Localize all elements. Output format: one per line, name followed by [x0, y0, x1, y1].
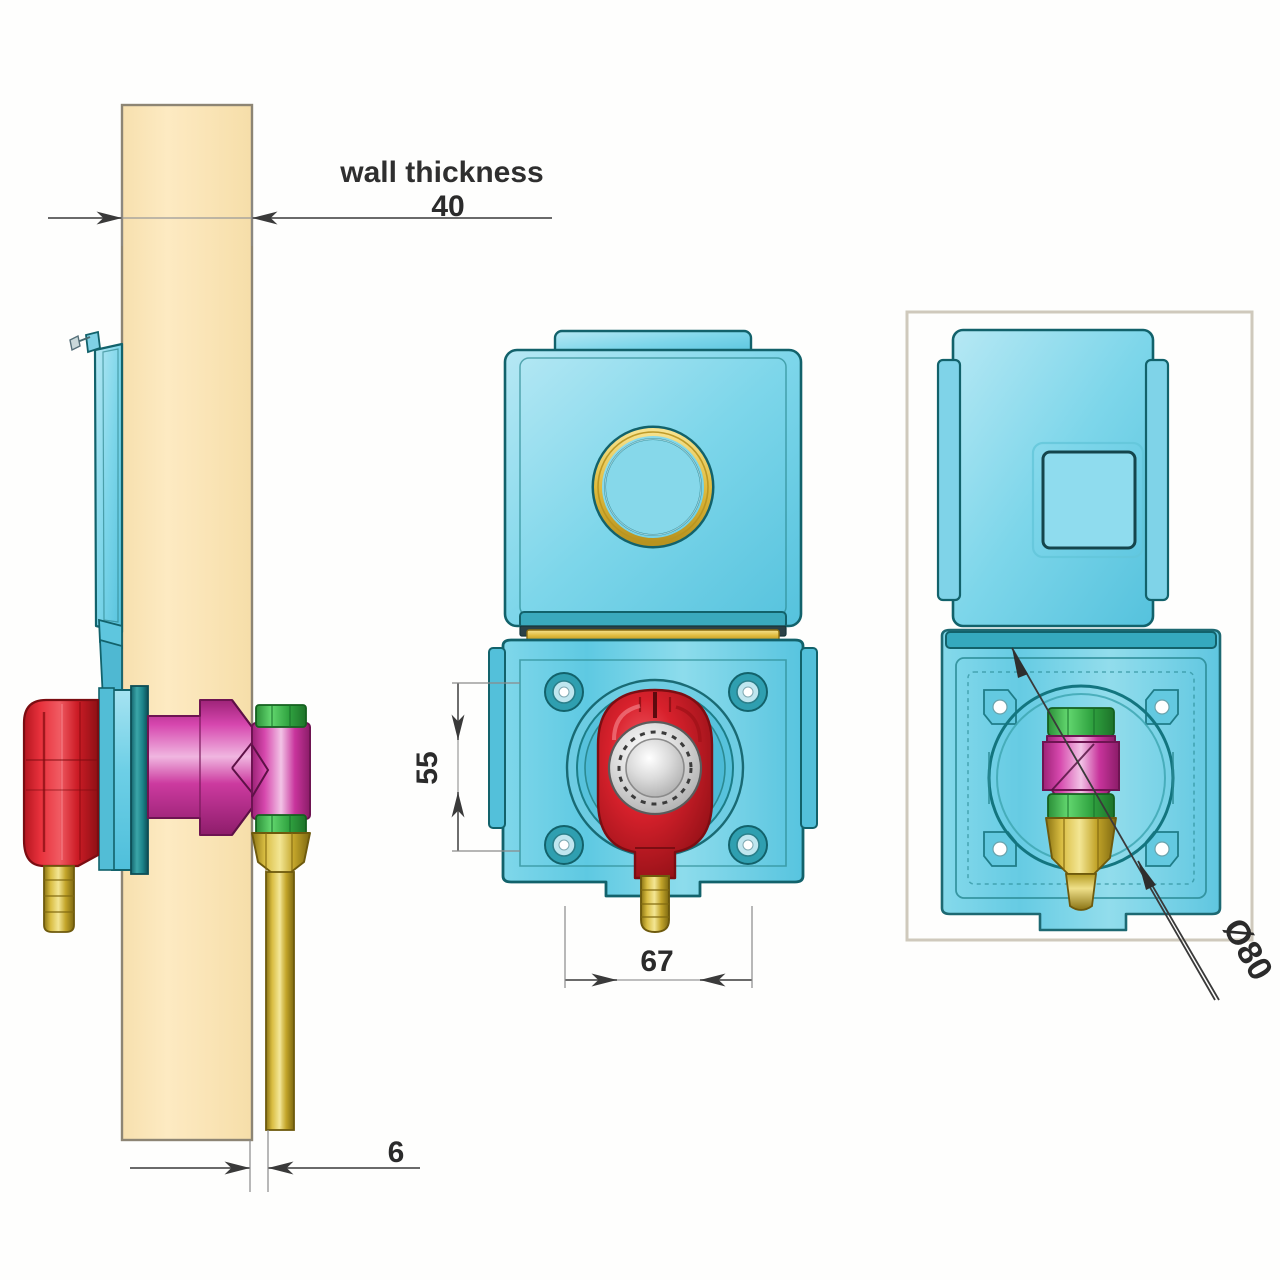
front-valve-knob-red: [596, 688, 714, 880]
rear-lid: [936, 328, 1170, 628]
side-green-nuts: [255, 704, 307, 838]
rear-bore-diameter-label: Ø80: [1215, 912, 1280, 987]
wall-thickness-value: 40: [431, 190, 464, 223]
bore-diameter-text: Ø80: [1215, 912, 1280, 987]
socket-height-value: 55: [411, 751, 444, 784]
tube-offset-value: 6: [388, 1136, 405, 1169]
front-hose-barb: [640, 875, 670, 933]
side-socket-body: [98, 638, 149, 875]
socket-width-value: 67: [640, 945, 673, 978]
dim-tube-offset: 6: [130, 1130, 420, 1192]
rear-view: Ø80: [905, 310, 1280, 1001]
side-valve-knob-red: [22, 698, 100, 933]
side-lid-open: [69, 330, 124, 650]
front-screw-bosses: [544, 672, 768, 865]
wall-slab: [120, 103, 254, 1142]
front-hinge-gasket: [519, 625, 787, 642]
side-shaft-magenta: [147, 699, 260, 836]
dim-socket-height: 55: [411, 682, 520, 852]
dim-socket-width: 67: [564, 906, 753, 988]
front-lid-open: [503, 329, 803, 629]
dim-wall-thickness: wall thickness 40: [48, 156, 552, 246]
side-section-view: [22, 103, 311, 1142]
rear-leader-lines: [1011, 647, 1220, 1001]
side-brass-fitting: [251, 832, 311, 1131]
side-elbow-magenta: [251, 722, 311, 820]
front-view: [488, 329, 818, 933]
dimension-layer: wall thickness 40 6 55: [48, 156, 753, 1192]
wall-thickness-label: wall thickness: [339, 156, 543, 189]
